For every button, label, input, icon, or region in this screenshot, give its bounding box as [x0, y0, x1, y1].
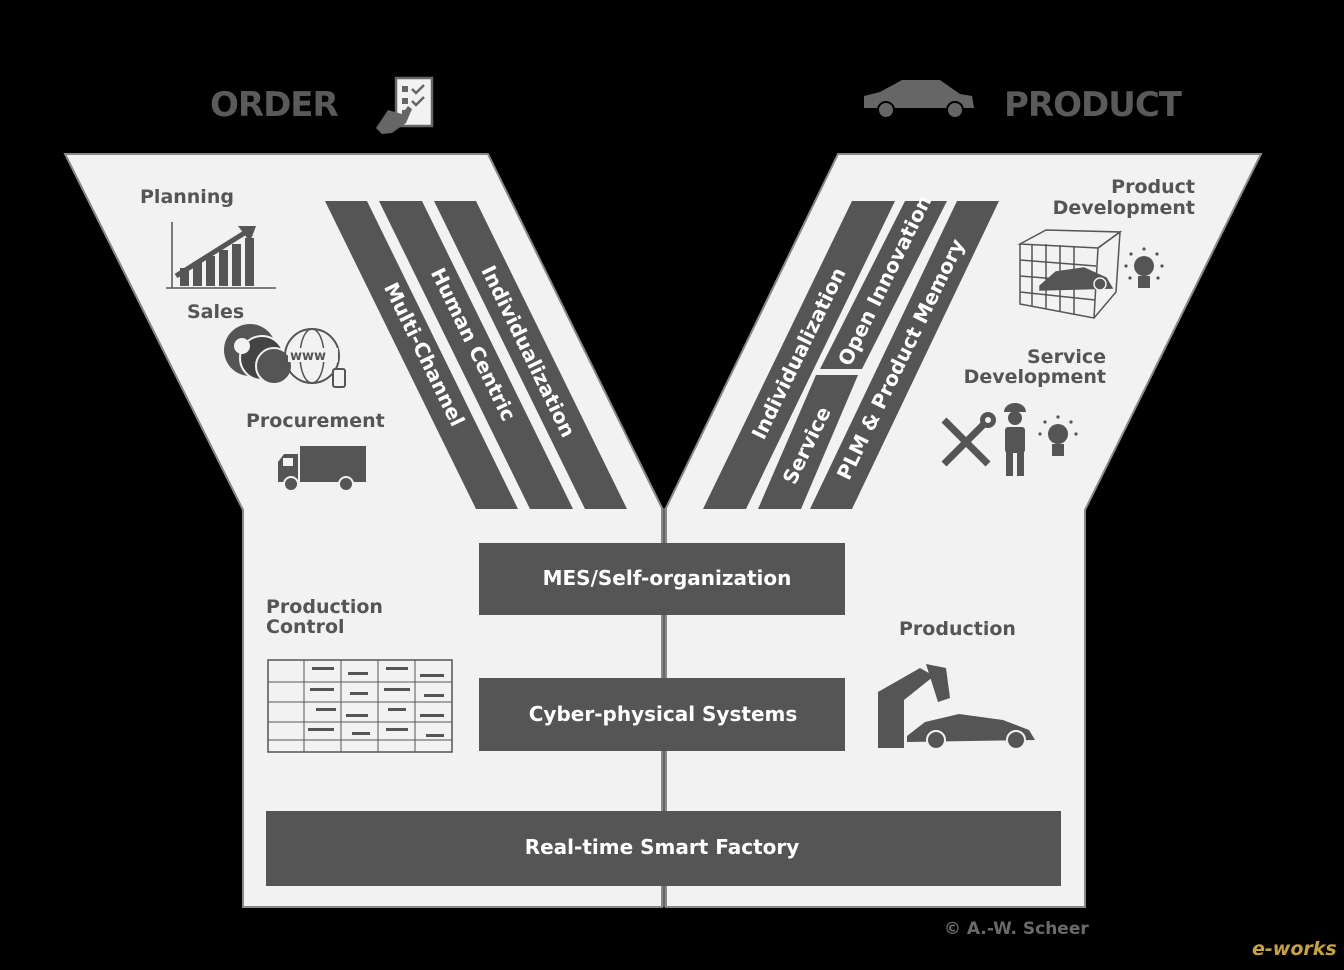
open-innovation-band — [820, 201, 947, 369]
customer-globe-icon: www — [224, 324, 346, 388]
mes-label: MES/Self-organization — [543, 566, 792, 590]
service-development-label-1: Service — [1027, 346, 1106, 368]
order-title: ORDER — [210, 85, 339, 125]
watermark-logo: e-works — [1252, 938, 1337, 960]
production-control-label-2: Control — [266, 616, 345, 638]
product-development-label-1: Product — [1111, 176, 1195, 198]
truck-icon — [278, 446, 366, 492]
individualization-band-left — [434, 201, 627, 509]
tools-icon — [941, 412, 996, 467]
service-band — [758, 375, 858, 509]
service-development-label-2: Development — [964, 366, 1106, 388]
copyright-text: © A.-W. Scheer — [944, 919, 1089, 939]
car-icon — [864, 80, 974, 119]
multi-channel-band — [325, 201, 518, 509]
3d-car-model-icon — [1017, 229, 1123, 319]
schedule-table-icon — [267, 659, 453, 753]
smart-factory-label: Real-time Smart Factory — [525, 835, 800, 859]
growth-chart-icon — [166, 222, 276, 289]
planning-label: Planning — [140, 186, 234, 208]
individualization-band-right — [703, 201, 895, 509]
checklist-hand-icon — [376, 76, 434, 134]
sales-label: Sales — [187, 301, 244, 323]
worker-icon — [1004, 403, 1026, 476]
svg-text:www: www — [290, 349, 326, 364]
production-control-label-1: Production — [266, 596, 383, 618]
product-title: PRODUCT — [1004, 85, 1183, 125]
production-label: Production — [899, 618, 1016, 640]
robot-arm-car-icon — [878, 664, 1035, 750]
mes-box — [479, 543, 845, 615]
smart-factory-box — [266, 811, 1061, 886]
product-development-label-2: Development — [1053, 197, 1195, 219]
human-centric-band — [379, 201, 573, 509]
lightbulb-icon — [1038, 415, 1078, 456]
cps-label: Cyber-physical Systems — [529, 702, 798, 726]
plm-band — [810, 201, 999, 509]
cps-box — [479, 678, 845, 751]
lightbulb-icon — [1124, 247, 1164, 288]
procurement-label: Procurement — [246, 410, 385, 432]
